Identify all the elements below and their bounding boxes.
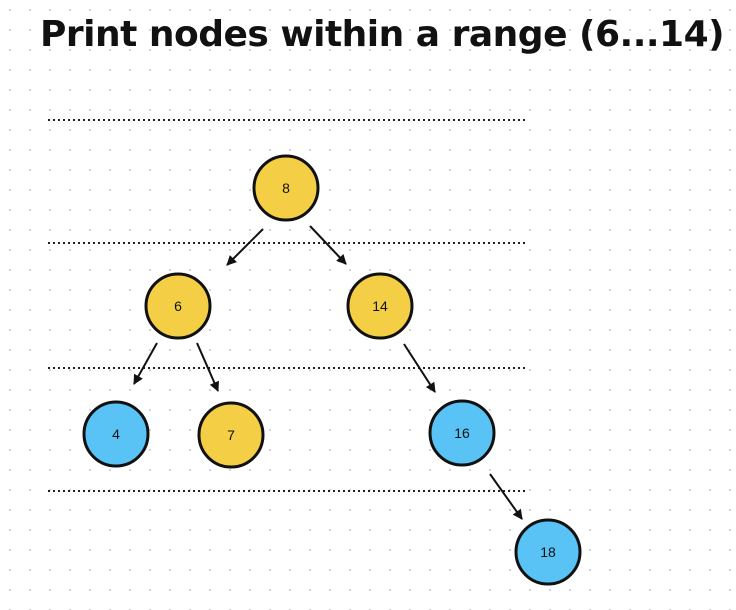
node-label: 14 — [372, 298, 388, 314]
node-label: 4 — [112, 426, 120, 442]
edge-16-18 — [489, 473, 523, 520]
node-circle — [252, 154, 320, 222]
node-circle — [82, 400, 150, 468]
edge-8-14 — [309, 225, 347, 265]
edge-8-6 — [226, 228, 264, 266]
tree-node-7: 7 — [197, 401, 265, 469]
node-circle — [514, 518, 582, 586]
node-label: 8 — [282, 180, 290, 196]
tree-nodes: 8 6 14 4 7 16 18 — [82, 154, 582, 586]
tree-node-8: 8 — [252, 154, 320, 222]
edge-14-16 — [403, 343, 436, 393]
tree-node-4: 4 — [82, 400, 150, 468]
tree-node-14: 14 — [346, 272, 414, 340]
node-circle — [144, 272, 212, 340]
node-circle — [197, 401, 265, 469]
edge-6-4 — [133, 342, 158, 385]
node-label: 6 — [174, 298, 182, 314]
tree-node-6: 6 — [144, 272, 212, 340]
node-label: 18 — [540, 544, 556, 560]
tree-edges — [133, 225, 523, 520]
diagram-title: Print nodes within a range (6...14) — [40, 14, 725, 55]
node-label: 7 — [227, 427, 235, 443]
tree-node-16: 16 — [428, 399, 496, 467]
node-label: 16 — [454, 425, 470, 441]
node-circle — [346, 272, 414, 340]
node-circle — [428, 399, 496, 467]
edge-6-7 — [196, 342, 219, 392]
tree-node-18: 18 — [514, 518, 582, 586]
